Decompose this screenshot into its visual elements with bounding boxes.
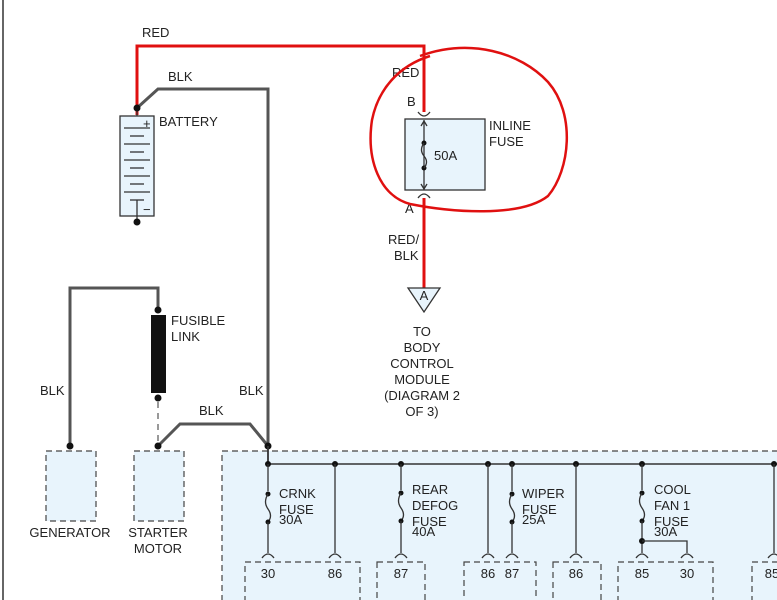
generator-box <box>45 450 97 522</box>
rear-defog-fuse-line-3: FUSE <box>412 514 447 529</box>
connector-destination-text: TO BODY CONTROL MODULE (DIAGRAM 2 OF 3) <box>384 324 460 419</box>
generator-label: GENERATOR <box>29 525 110 540</box>
pin-label: 87 <box>394 566 408 581</box>
pin-label: 85 <box>635 566 649 581</box>
inline-fuse-pin-b: B <box>407 94 416 109</box>
rear-defog-fuse-rating: 40A <box>412 524 435 539</box>
battery-minus-sign: − <box>143 202 151 217</box>
crnk-fuse <box>264 464 272 553</box>
inline-fuse-box <box>404 118 486 191</box>
wire-label-blk-top: BLK <box>168 69 193 84</box>
bottom-connector-boxes <box>244 561 777 600</box>
pin-label: 86 <box>328 566 342 581</box>
inline-fuse-rating: 50A <box>434 148 457 163</box>
battery <box>119 108 155 222</box>
connector-line: CONTROL <box>390 356 454 371</box>
connector-line: TO <box>413 324 431 339</box>
wire-label-blk-mid: BLK <box>239 383 264 398</box>
pin-label: 86 <box>569 566 583 581</box>
connector-line: BODY <box>404 340 441 355</box>
starter-box <box>133 450 185 522</box>
connector-triangle <box>406 287 442 314</box>
battery-negative-terminal <box>133 218 141 226</box>
wiper-fuse-line-1: WIPER <box>522 486 565 501</box>
wire-label-red-near-fuse: RED <box>392 65 419 80</box>
pin-label: 85 <box>765 566 777 581</box>
fusible-link <box>151 315 166 393</box>
battery-label: BATTERY <box>159 114 218 129</box>
cool-fan-fuse-line-3: FUSE <box>654 514 689 529</box>
blk-wire-starter-to-bus <box>156 422 270 448</box>
connector-line: (DIAGRAM 2 <box>384 388 460 403</box>
connector-line: OF 3) <box>405 404 438 419</box>
inline-fuse-top-connector <box>417 111 431 117</box>
pin-connectors <box>261 553 777 559</box>
inline-fuse-label-2: FUSE <box>489 134 524 149</box>
inline-fuse-label-1: INLINE <box>489 118 531 133</box>
starter-label-2: MOTOR <box>134 541 182 556</box>
connector-letter: A <box>420 288 429 303</box>
cool-fan-fuse-rating: 30A <box>654 524 677 539</box>
crnk-fuse-rating: 30A <box>279 512 302 527</box>
crnk-fuse-line-2: FUSE <box>279 502 314 517</box>
red-wire-battery-to-fuse <box>135 44 426 115</box>
cool-fan-fuse-line-2: FAN 1 <box>654 498 690 513</box>
wire-label-red-top: RED <box>142 25 169 40</box>
wiper-fuse-rating: 25A <box>522 512 545 527</box>
wire-label-blk-left: BLK <box>40 383 65 398</box>
red-circle-annotation <box>369 46 568 213</box>
battery-positive-terminal <box>133 104 141 112</box>
cool-fan-fuse <box>638 464 688 553</box>
pin-label: 30 <box>680 566 694 581</box>
battery-plus-sign: + <box>143 116 151 131</box>
starter-label-1: STARTER <box>128 525 187 540</box>
fusible-link-label-1: FUSIBLE <box>171 313 226 328</box>
rear-defog-fuse-line-1: REAR <box>412 482 448 497</box>
crnk-fuse-line-1: CRNK <box>279 486 316 501</box>
connector-line: MODULE <box>394 372 450 387</box>
inline-fuse-bottom-connector <box>417 193 431 199</box>
wire-label-red-blk-1: RED/ <box>388 232 419 247</box>
fusible-link-label-2: LINK <box>171 329 200 344</box>
rear-defog-fuse <box>397 464 405 553</box>
blk-wire-battery-to-bus <box>135 87 270 448</box>
rear-defog-fuse-line-2: DEFOG <box>412 498 458 513</box>
cool-fan-fuse-line-1: COOL <box>654 482 691 497</box>
wiper-fuse <box>508 464 516 553</box>
pin-label: 86 <box>481 566 495 581</box>
wiper-fuse-line-2: FUSE <box>522 502 557 517</box>
pin-label: 30 <box>261 566 275 581</box>
wire-label-red-blk-2: BLK <box>394 248 419 263</box>
wire-label-blk-starter: BLK <box>199 403 224 418</box>
blk-wire-generator-to-fusible-link <box>68 286 160 446</box>
pin-label: 87 <box>505 566 519 581</box>
inline-fuse-pin-a: A <box>405 201 414 216</box>
